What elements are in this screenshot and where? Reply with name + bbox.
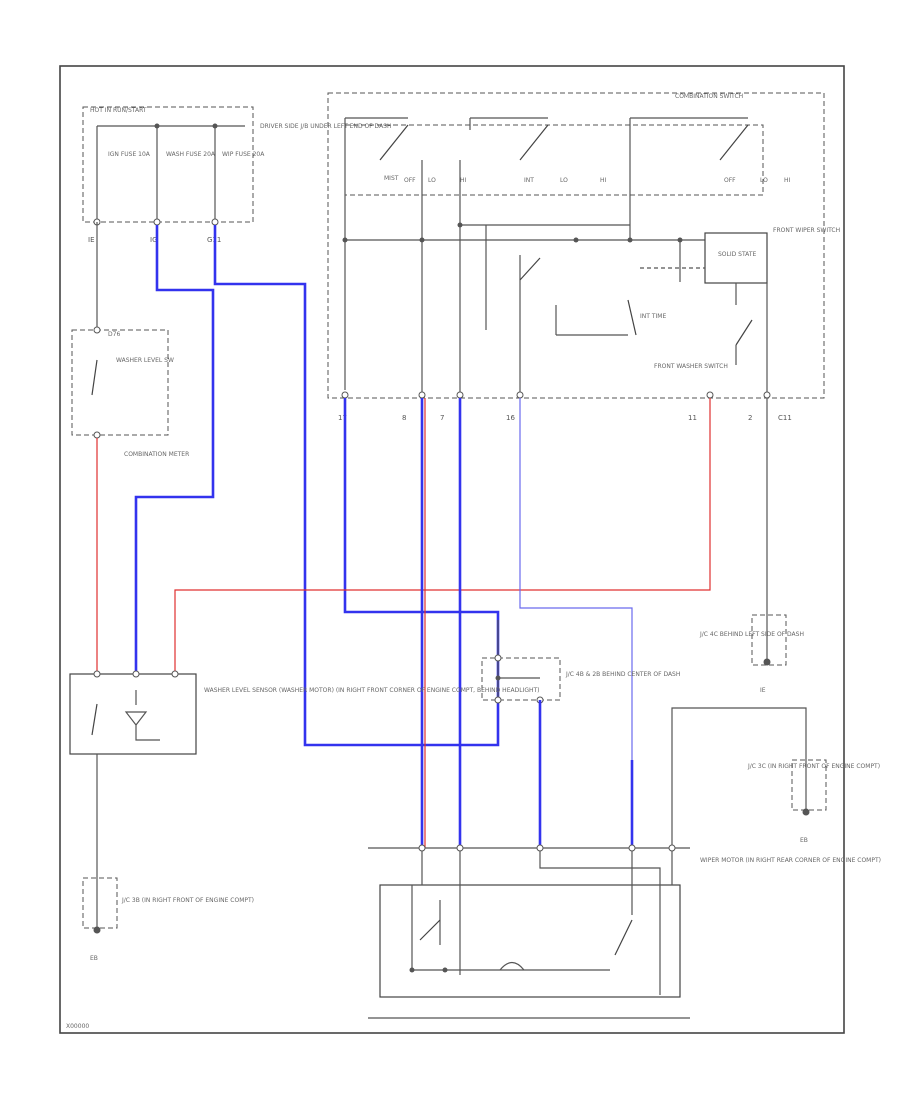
pos-lo-2: LO (560, 177, 568, 184)
washer-level-sw-label: WASHER LEVEL SW (116, 357, 174, 364)
jc-right-front-top-label: J/C 3C (IN RIGHT FRONT OF ENGINE COMPT) (747, 763, 880, 770)
wire-wash-feed (134, 225, 215, 672)
combination-meter-label: COMBINATION METER (124, 451, 189, 458)
pos-hi-1: HI (460, 177, 467, 184)
pin-sw-8: 8 (402, 414, 406, 422)
pin-sw-7: 7 (440, 414, 444, 422)
jc-center: J/C 4B & 2B BEHIND CENTER OF DASH (481, 620, 680, 848)
driver-side-jb-label: DRIVER SIDE J/B UNDER LEFT END OF DASH (260, 123, 392, 130)
jc-right-front-bottom: J/C 3B (IN RIGHT FRONT OF ENGINE COMPT) … (82, 877, 254, 962)
solid-state-label: SOLID STATE (718, 251, 756, 258)
combination-switch: COMBINATION SWITCH FRONT WIPER SWITCH MI… (327, 92, 840, 422)
pos-hi-2: HI (600, 177, 607, 184)
front-washer-switch-label: FRONT WASHER SWITCH (654, 363, 728, 370)
fuse-ign-label: IGN FUSE 10A (108, 151, 151, 158)
pin-c-ig: IG (150, 236, 158, 244)
wiper-motor: WIPER MOTOR (IN RIGHT REAR CORNER OF ENG… (368, 844, 881, 1019)
washer-level-sw: D76 WASHER LEVEL SW COMBINATION METER (71, 222, 189, 458)
jc-center-label: J/C 4B & 2B BEHIND CENTER OF DASH (565, 671, 680, 678)
int-time-label: INT TIME (640, 313, 666, 320)
pin-sw-11: 11 (688, 414, 697, 422)
pin-c-c11: C11 (778, 414, 792, 422)
pos-hi-3: HI (784, 177, 791, 184)
washer-level-sensor-label: WASHER LEVEL SENSOR (WASHER MOTOR) (IN R… (204, 687, 540, 694)
pos-off-3: OFF (724, 177, 736, 184)
pos-off-1: OFF (404, 177, 416, 184)
fuse-wip-label: WIP FUSE 20A (222, 151, 265, 158)
ground-eb-top-label: EB (800, 837, 808, 844)
diagram-frame (59, 65, 845, 1034)
fuse-wash-label: WASH FUSE 20A (166, 151, 216, 158)
jc-right-front-bottom-label: J/C 3B (IN RIGHT FRONT OF ENGINE COMPT) (121, 897, 254, 904)
ground-eb-bottom-label: EB (90, 955, 98, 962)
jc-left: J/C 4C BEHIND LEFT SIDE OF DASH IE (699, 614, 804, 694)
footer-code: X00000 (66, 1023, 89, 1030)
jc-right-front-top: J/C 3C (IN RIGHT FRONT OF ENGINE COMPT) … (671, 707, 880, 848)
wire-wip-feed (213, 225, 500, 747)
pin-sw-16: 16 (506, 414, 515, 422)
pos-lo-1: LO (428, 177, 436, 184)
jc-left-label: J/C 4C BEHIND LEFT SIDE OF DASH (699, 631, 804, 638)
combination-switch-label: COMBINATION SWITCH (675, 93, 743, 100)
front-wiper-switch-label: FRONT WIPER SWITCH (773, 227, 840, 234)
pos-int-2: INT (524, 177, 534, 184)
wire-pin-16 (519, 398, 633, 760)
pos-lo-3: LO (760, 177, 768, 184)
pin-sw-2: 2 (748, 414, 752, 422)
pin-sw-17: 17 (338, 414, 347, 422)
wire-washer-switch (174, 398, 711, 672)
pin-c-d76: D76 (108, 331, 120, 338)
washer-level-sensor: WASHER LEVEL SENSOR (WASHER MOTOR) (IN R… (69, 670, 540, 880)
wiper-motor-label: WIPER MOTOR (IN RIGHT REAR CORNER OF ENG… (700, 857, 881, 864)
pos-mist-1: MIST (384, 175, 399, 182)
pin-c-ie: IE (88, 236, 95, 244)
hot-in-run-label: HOT IN RUN/START (90, 107, 147, 114)
ground-ie-label: IE (760, 687, 766, 694)
